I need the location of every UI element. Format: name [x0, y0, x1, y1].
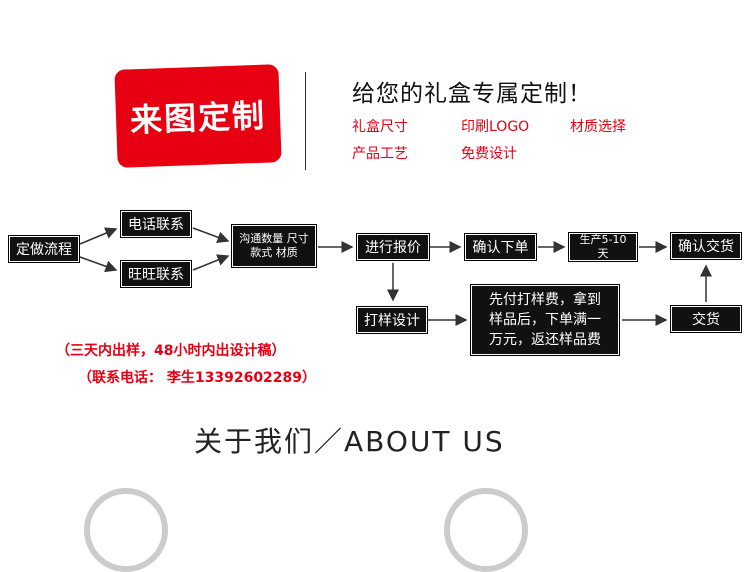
arrow-phone-communicate: [192, 227, 230, 243]
flow-confirm-label: 确认下单: [472, 240, 529, 256]
arrow-start-wangwang: [79, 256, 118, 273]
note-contact: （联系电话： 李生13392602289）: [78, 370, 317, 386]
flow-communicate-line2: 款式 材质: [250, 246, 298, 259]
flow-production-line1: 生产5-10: [579, 233, 627, 246]
flow-start-label: 定做流程: [16, 242, 72, 258]
flow-confirm-delivery-label: 确认交货: [678, 239, 734, 255]
flow-sample-label: 打样设计: [364, 313, 420, 329]
flow-sample-fee: 先付打样费，拿到 样品后，下单满一 万元，返还样品费: [470, 284, 620, 356]
feature-material: 材质选择: [570, 119, 626, 135]
flow-sample-fee-line2: 样品后，下单满一: [489, 312, 601, 328]
flow-deliver-label: 交货: [692, 312, 720, 328]
flow-communicate-line1: 沟通数量 尺寸: [239, 232, 309, 245]
flow-phone: 电话联系: [120, 210, 192, 238]
arrow-start-phone: [79, 227, 118, 245]
flow-phone-label: 电话联系: [128, 217, 184, 233]
arrow-wangwang-communicate: [192, 254, 230, 271]
flow-sample-fee-line1: 先付打样费，拿到: [489, 292, 601, 308]
feature-logo-print: 印刷LOGO: [461, 119, 530, 135]
note-timeline: （三天内出样，48小时内出设计稿）: [56, 343, 286, 359]
divider: [305, 72, 306, 170]
feature-craft: 产品工艺: [352, 146, 408, 162]
flow-deliver: 交货: [670, 305, 742, 333]
headline: 给您的礼盒专属定制！: [352, 81, 592, 107]
about-title: 关于我们／ABOUT US: [194, 425, 505, 458]
flow-confirm-delivery: 确认交货: [670, 232, 742, 260]
flow-sample: 打样设计: [356, 306, 428, 334]
flow-wangwang-label: 旺旺联系: [128, 267, 184, 283]
flow-arrows: [79, 227, 712, 326]
flow-wangwang: 旺旺联系: [120, 260, 192, 288]
flow-confirm: 确认下单: [464, 233, 537, 261]
flow-production: 生产5-10 天: [568, 232, 638, 262]
flow-start: 定做流程: [8, 235, 80, 263]
flow-production-line2: 天: [597, 247, 609, 260]
flow-quote-label: 进行报价: [365, 240, 421, 256]
decor-circle-right: [444, 488, 528, 572]
feature-box-size: 礼盒尺寸: [352, 119, 408, 135]
flow-sample-fee-line3: 万元，返还样品费: [489, 332, 601, 348]
flow-quote: 进行报价: [356, 233, 430, 261]
flow-communicate: 沟通数量 尺寸 款式 材质: [231, 224, 317, 268]
feature-free-design: 免费设计: [461, 146, 517, 162]
decor-circle-left: [84, 488, 168, 572]
